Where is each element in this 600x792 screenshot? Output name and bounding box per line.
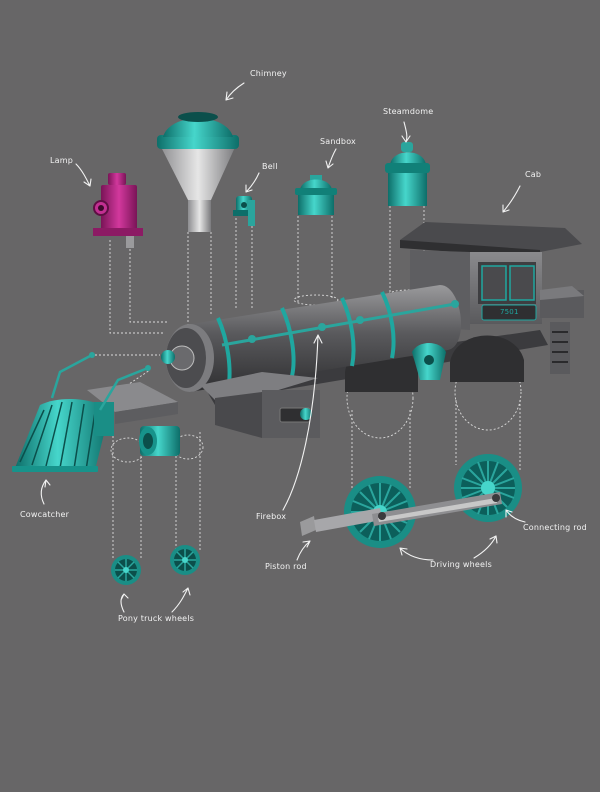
label-pony-truck-wheels: Pony truck wheels — [118, 614, 195, 623]
label-sandbox: Sandbox — [320, 137, 356, 146]
steamdome — [385, 142, 430, 206]
label-chimney: Chimney — [250, 69, 287, 78]
bell — [233, 196, 255, 226]
pony-truck-axle — [139, 426, 180, 456]
cowcatcher — [12, 352, 178, 472]
label-cowcatcher: Cowcatcher — [20, 510, 70, 519]
label-bell: Bell — [262, 162, 278, 171]
label-lamp: Lamp — [50, 156, 74, 165]
pointer-arrows — [40, 82, 526, 613]
label-connecting-rod: Connecting rod — [523, 523, 587, 532]
lamp — [93, 173, 143, 248]
label-driving-wheels: Driving wheels — [430, 560, 492, 569]
label-piston-rod: Piston rod — [265, 562, 307, 571]
label-firebox: Firebox — [256, 512, 287, 521]
cab-number-plate: 7501 — [500, 308, 519, 316]
label-steamdome: Steamdome — [383, 107, 434, 116]
connecting-rod — [300, 492, 502, 536]
label-cab: Cab — [525, 170, 542, 179]
pony-truck-wheels — [111, 545, 200, 585]
chimney — [157, 112, 239, 232]
sandbox — [295, 175, 337, 215]
boiler — [161, 285, 548, 438]
